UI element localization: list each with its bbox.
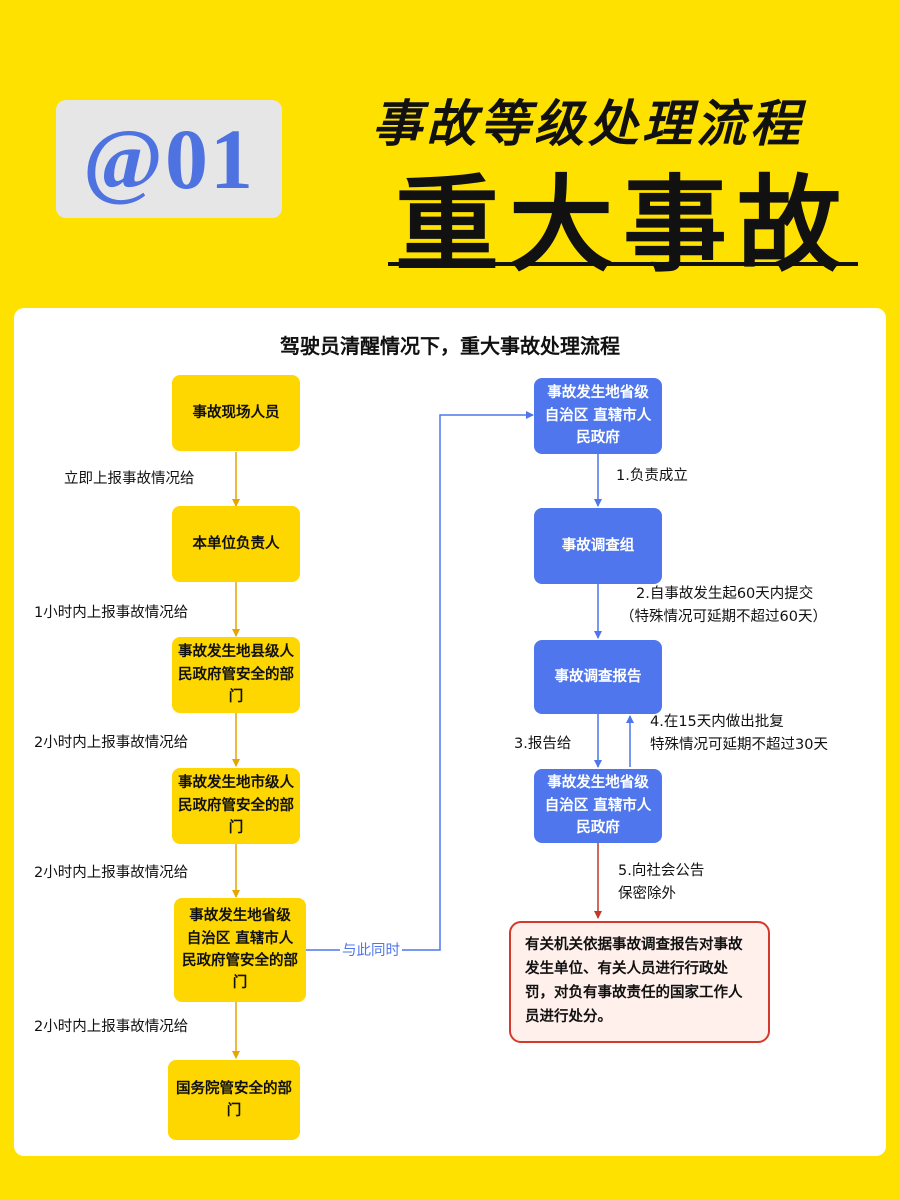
node-scene-personnel: 事故现场人员 [172,375,300,451]
edge-label-r5b: 保密除外 [618,886,676,902]
node-county-safety-dept: 事故发生地县级人民政府管安全的部门 [172,637,300,713]
edge-label-r1: 1.负责成立 [616,468,688,484]
diagram-subtitle: 驾驶员清醒情况下，重大事故处理流程 [280,334,620,358]
node-investigation-report: 事故调查报告 [534,640,662,714]
edge-label-r2a: 2.自事故发生起60天内提交 [636,586,814,602]
edge-label-r2b: （特殊情况可延期不超过60天） [620,609,827,625]
edge-label-r4b: 特殊情况可延期不超过30天 [650,737,828,753]
edge-label-3: 2小时内上报事故情况给 [34,735,189,751]
bridge-label: 与此同时 [340,940,402,963]
node-city-safety-dept: 事故发生地市级人民政府管安全的部门 [172,768,300,844]
edge-label-r5a: 5.向社会公告 [618,863,705,879]
edge-label-1: 立即上报事故情况给 [64,471,195,487]
edge-label-4: 2小时内上报事故情况给 [34,865,189,881]
node-state-council-safety-dept: 国务院管安全的部门 [168,1060,300,1140]
node-province-government: 事故发生地省级 自治区 直辖市人民政府 [534,378,662,454]
poster-title: 事故等级处理流程 [372,95,804,153]
node-unit-leader: 本单位负责人 [172,506,300,582]
title-underline [388,262,858,266]
node-investigation-team: 事故调查组 [534,508,662,584]
node-province-government-2: 事故发生地省级 自治区 直辖市人民政府 [534,769,662,843]
edge-label-r3: 3.报告给 [514,736,572,752]
node-province-safety-dept: 事故发生地省级 自治区 直辖市人民政府管安全的部门 [174,898,306,1002]
bridge-arrow [305,411,534,951]
node-penalty-result: 有关机关依据事故调查报告对事故发生单位、有关人员进行行政处罚，对负有事故责任的国… [509,921,770,1043]
edge-label-2: 1小时内上报事故情况给 [34,605,189,621]
poster-badge: @01 [56,100,282,218]
edge-label-r4a: 4.在15天内做出批复 [650,714,784,730]
edge-label-5: 2小时内上报事故情况给 [34,1019,189,1035]
